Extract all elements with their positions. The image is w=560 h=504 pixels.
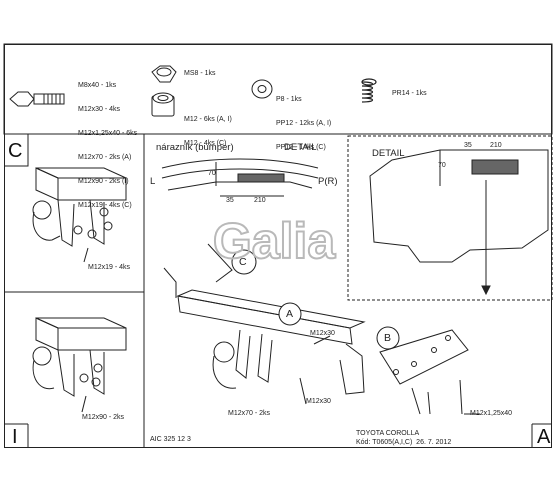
bolt-spec: M8x40 - 1ks bbox=[78, 82, 117, 89]
large-nut-list: M12 - 6ks (A, I) M12 - 4ks (C) bbox=[184, 116, 232, 147]
panel-i-bolt-label: M12x90 - 2ks bbox=[82, 414, 125, 421]
panel-a-letter: A bbox=[537, 426, 551, 448]
bolt-spec: M12x90 - 2ks (I) bbox=[78, 178, 129, 185]
washer-list: P8 - 1ks PP12 - 12ks (A, I) PP12 - 14ks … bbox=[276, 96, 332, 151]
drawing-code: AIC 325 12 3 bbox=[150, 436, 191, 443]
panel-c-letter: C bbox=[8, 140, 23, 162]
rear-detail-drawing bbox=[347, 135, 553, 301]
rear-dim-70: 70 bbox=[438, 162, 446, 169]
galia-watermark: Galia bbox=[212, 212, 337, 270]
callout-c-circle bbox=[231, 249, 257, 275]
spring-washer-spec: PR14 - 1ks bbox=[392, 90, 427, 97]
panel-i-drawing bbox=[32, 317, 127, 413]
bolt-spec: M12x70 - 2ks (A) bbox=[78, 154, 132, 161]
kit-code: Kód: T0605(A,I,C) 26. 7. 2012 bbox=[356, 439, 452, 446]
callout-a-circle bbox=[278, 302, 302, 326]
bumper-dim-70: 70 bbox=[208, 170, 216, 177]
bumper-detail-drawing bbox=[161, 158, 319, 197]
bolt-icon bbox=[9, 91, 65, 107]
bolt-spec: M12x1,25x40 - 6ks bbox=[78, 130, 138, 137]
car-model: TOYOTA COROLLA bbox=[356, 430, 420, 437]
callout-b: B bbox=[384, 332, 392, 344]
rear-dim-35: 35 bbox=[464, 142, 472, 149]
rear-detail-label: DETAIL bbox=[372, 148, 405, 159]
callout-b-circle bbox=[376, 326, 400, 350]
label-m12x30-mid: M12x30 bbox=[306, 398, 331, 405]
bumper-left-label: L bbox=[150, 176, 156, 187]
bumper-dim-35: 35 bbox=[226, 197, 234, 204]
bolt-spec: M12x19 - 4ks (C) bbox=[78, 202, 132, 209]
label-m12x125: M12x1,25x40 bbox=[470, 410, 513, 417]
bolt-spec: M12x30 - 4ks bbox=[78, 106, 121, 113]
bumper-right-label: P(R) bbox=[318, 176, 338, 187]
large-nut-icon bbox=[151, 92, 175, 117]
bolts-list: M8x40 - 1ks M12x30 - 4ks M12x1,25x40 - 6… bbox=[78, 66, 137, 218]
bumper-dim-210: 210 bbox=[254, 197, 266, 204]
bumper-detail-label: DETAIL bbox=[284, 142, 317, 153]
spring-washer-icon bbox=[361, 78, 377, 103]
label-m12x30-top: M12x30 bbox=[310, 330, 335, 337]
washer-icon bbox=[251, 79, 273, 99]
small-nut-icon bbox=[151, 65, 177, 83]
panel-c-bolt-label: M12x19 - 4ks bbox=[88, 264, 131, 271]
small-nut-spec: MS8 - 1ks bbox=[184, 70, 216, 77]
panel-i-letter: I bbox=[12, 426, 18, 448]
rear-dim-210: 210 bbox=[490, 142, 502, 149]
bumper-title: nárazník (bumper) bbox=[156, 142, 234, 153]
panel-c-drawing bbox=[32, 167, 127, 263]
callout-a: A bbox=[286, 308, 294, 320]
parts-legend-box bbox=[3, 43, 553, 135]
callout-c: C bbox=[239, 256, 247, 268]
label-m12x70: M12x70 - 2ks bbox=[228, 410, 271, 417]
watermark-text: Galia bbox=[213, 213, 336, 269]
